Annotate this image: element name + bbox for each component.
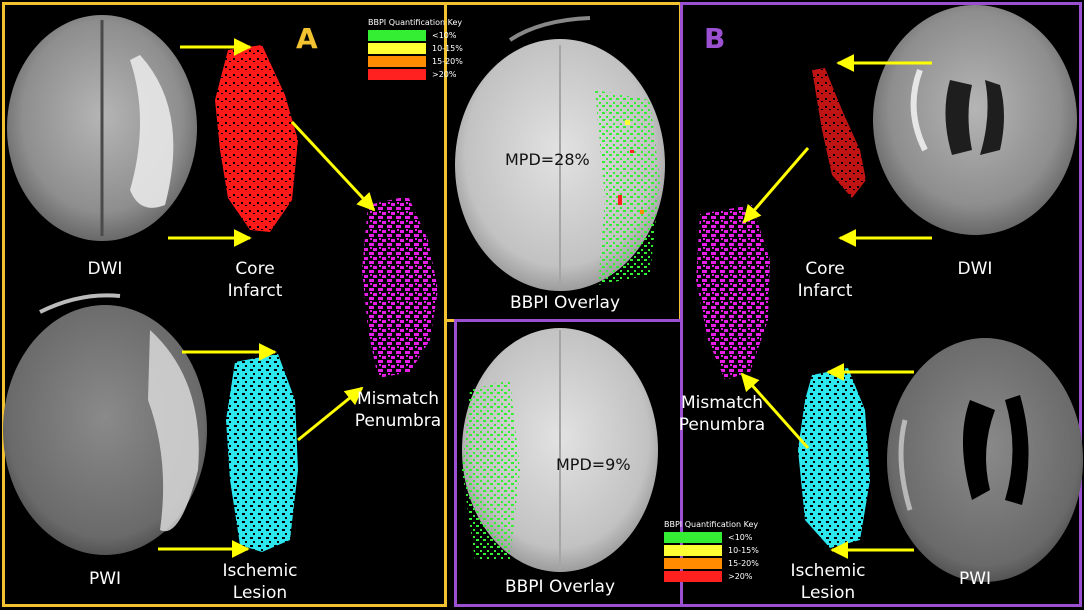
panel-a-ischemic-label-line1: Ischemic (222, 561, 298, 581)
panel-a-quantification-key: BBPI Quantification Key <10% 10-15% 15-2… (368, 18, 463, 82)
panel-b-core-label: Core Infarct (775, 258, 875, 302)
arrow-a-core-to-mismatch (290, 120, 376, 212)
panel-a-key-label-1: <10% (432, 31, 457, 40)
panel-a-letter: A (296, 22, 318, 55)
panel-b-key-label-1: <10% (728, 533, 753, 542)
panel-b-key-swatch-3 (664, 558, 722, 569)
panel-b-core-infarct-map (812, 68, 866, 198)
panel-b-ischemic-label: Ischemic Lesion (778, 560, 878, 604)
panel-a-ischemic-label-line2: Lesion (232, 583, 288, 603)
panel-a-key-swatch-1 (368, 30, 426, 41)
panel-a-pwi-brain (3, 293, 207, 555)
panel-b-key-row-1: <10% (664, 532, 759, 543)
panel-a-key-label-2: 10-15% (432, 44, 463, 53)
arrow-b-core-to-mismatch (742, 147, 810, 224)
panel-a-overlay-brain (455, 16, 665, 291)
panel-a-core-label: Core Infarct (210, 258, 300, 302)
panel-b-quantification-key: BBPI Quantification Key <10% 10-15% 15-2… (664, 520, 759, 584)
panel-a-pwi-label: PWI (88, 569, 122, 589)
panel-b-key-label-4: >20% (728, 572, 753, 581)
panel-a-key-swatch-3 (368, 56, 426, 67)
panel-a-core-label-line2: Infarct (227, 281, 283, 301)
panel-b-key-row-2: 10-15% (664, 545, 759, 556)
panel-a-key-title: BBPI Quantification Key (368, 18, 463, 27)
panel-b-mismatch-label-line2: Penumbra (678, 415, 766, 435)
panel-b-frame (680, 2, 1082, 607)
panel-b-mismatch-map (696, 205, 770, 380)
panel-b-overlay-brain (462, 328, 658, 572)
panel-a-key-label-4: >20% (432, 70, 457, 79)
panel-b-pwi-label: PWI (958, 569, 992, 589)
panel-b-key-row-3: 15-20% (664, 558, 759, 569)
panel-a-ischemic-lesion-map (226, 354, 298, 552)
panel-a-key-label-3: 15-20% (432, 57, 463, 66)
panel-a-mismatch-label-line1: Mismatch (356, 389, 439, 409)
panel-a-key-row-4: >20% (368, 69, 463, 80)
panel-b-dwi-brain (873, 5, 1077, 235)
panel-b-overlay-label: BBPI Overlay (504, 577, 616, 597)
panel-b-key-swatch-1 (664, 532, 722, 543)
panel-a-mismatch-map (362, 196, 438, 378)
panel-b-mismatch-label: Mismatch Penumbra (672, 392, 772, 436)
panel-a-mismatch-label: Mismatch Penumbra (348, 388, 448, 432)
panel-b-key-label-3: 15-20% (728, 559, 759, 568)
panel-a-dwi-brain (7, 15, 197, 241)
panel-b-dwi-label: DWI (957, 259, 993, 279)
panel-b-ischemic-label-line2: Lesion (800, 583, 856, 603)
panel-b-core-label-line2: Infarct (797, 281, 853, 301)
panel-b-letter: B (704, 22, 726, 55)
panel-b-pwi-brain (887, 338, 1083, 582)
panel-a-core-label-line1: Core (235, 259, 275, 279)
panel-b-mismatch-label-line1: Mismatch (680, 393, 763, 413)
panel-b-ischemic-lesion-map (798, 368, 870, 548)
panel-a-mismatch-label-line2: Penumbra (354, 411, 442, 431)
panel-b-mpd-value: MPD=9% (556, 455, 631, 474)
panel-a-frame (2, 2, 447, 607)
panel-a-ischemic-label: Ischemic Lesion (210, 560, 310, 604)
arrows (158, 38, 932, 559)
panel-a-mpd-value: MPD=28% (505, 150, 590, 169)
panel-b-core-label-line1: Core (805, 259, 845, 279)
panel-a-key-swatch-2 (368, 43, 426, 54)
panel-b-key-row-4: >20% (664, 571, 759, 582)
panel-b-overlay-frame (454, 319, 683, 607)
panel-a-key-row-2: 10-15% (368, 43, 463, 54)
panel-a-key-swatch-4 (368, 69, 426, 80)
panel-a-core-infarct-map (215, 45, 298, 232)
panel-b-ischemic-label-line1: Ischemic (790, 561, 866, 581)
arrow-a-lesion-to-mismatch (297, 386, 364, 442)
panel-b-key-label-2: 10-15% (728, 546, 759, 555)
panel-b-key-title: BBPI Quantification Key (664, 520, 759, 529)
panel-a-overlay-label: BBPI Overlay (509, 293, 621, 313)
arrow-b-lesion-to-mismatch (740, 372, 810, 449)
panel-a-key-row-3: 15-20% (368, 56, 463, 67)
panel-a-key-row-1: <10% (368, 30, 463, 41)
panel-b-key-swatch-2 (664, 545, 722, 556)
panel-b-key-swatch-4 (664, 571, 722, 582)
panel-a-dwi-label: DWI (87, 259, 123, 279)
